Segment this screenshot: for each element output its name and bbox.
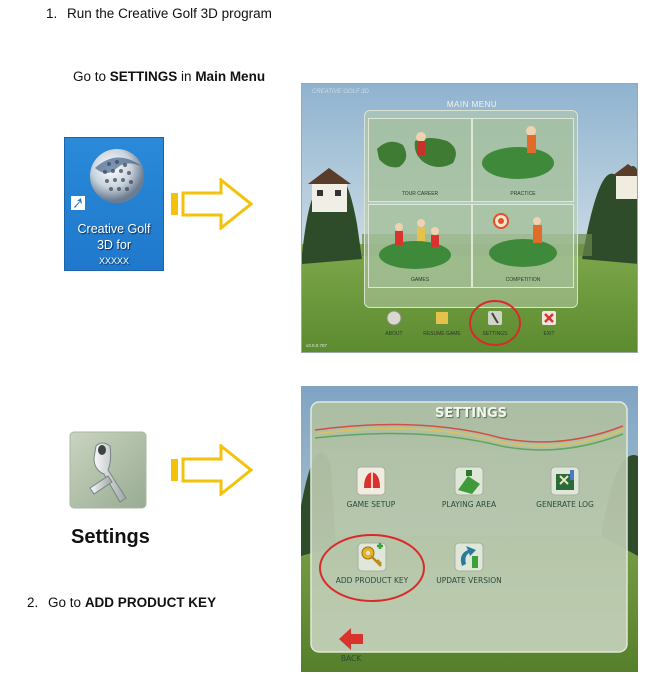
back-arrow-icon <box>339 628 363 650</box>
main-menu-logo[interactable]: CREATIVE GOLF 3D <box>312 89 369 95</box>
close-icon <box>542 311 556 325</box>
exit-label: EXIT <box>543 331 555 337</box>
competition-label: COMPETITION <box>505 277 541 283</box>
about-label: ABOUT <box>385 331 403 337</box>
instruction-mid: in <box>177 69 196 84</box>
step-1: 1. Run the Creative Golf 3D program <box>46 6 272 21</box>
game-setup-button[interactable]: GAME SETUP <box>337 466 405 509</box>
desktop-icon-label-line1: Creative Golf <box>77 222 151 236</box>
resume-game-label: RESUME GAME <box>423 331 461 337</box>
update-version-button[interactable]: UPDATE VERSION <box>435 542 503 585</box>
generate-log-button[interactable]: GENERATE LOG <box>527 466 603 509</box>
games-label: GAMES <box>410 277 430 283</box>
creative-golf-desktop-icon[interactable]: Creative Golf 3D for XXXXX <box>64 137 164 271</box>
world-map-icon <box>377 132 456 168</box>
settings-screen-title: SETTINGS <box>434 406 508 421</box>
settings-tool-icon <box>68 430 148 510</box>
step-2-number: 2. <box>27 595 39 610</box>
update-version-icon <box>454 542 484 572</box>
instruction-main-menu: Main Menu <box>195 69 266 84</box>
settings-highlight-circle <box>469 300 521 346</box>
main-menu-screenshot: MAIN MENU CREATIVE GOLF 3D TOUR CAREER P… <box>301 83 638 353</box>
playing-area-label: PLAYING AREA <box>441 500 497 509</box>
practice-green-icon <box>482 126 554 179</box>
add-product-key-button[interactable]: ADD PRODUCT KEY <box>331 542 413 585</box>
wrench-icon <box>488 311 502 325</box>
step-1-text: Run the Creative Golf 3D program <box>67 6 272 21</box>
tour-career-tile[interactable]: TOUR CAREER <box>368 118 472 202</box>
add-product-key-label: ADD PRODUCT KEY <box>335 576 409 585</box>
key-icon <box>357 542 387 572</box>
playing-area-button[interactable]: PLAYING AREA <box>435 466 503 509</box>
resume-flag-icon <box>436 312 448 324</box>
settings-screen-screenshot: SETTINGS GAME SETUP PLAYING AREA GENERAT… <box>301 386 638 672</box>
game-setup-label: GAME SETUP <box>346 500 396 509</box>
about-ball-icon <box>386 310 402 326</box>
step-2: 2. Go to ADD PRODUCT KEY <box>27 595 216 610</box>
back-label: BACK <box>340 654 362 663</box>
add-product-key-highlight-circle <box>319 534 425 602</box>
competition-tile[interactable]: COMPETITION <box>472 204 574 288</box>
desktop-icon-label-line3: XXXXX <box>98 256 129 266</box>
golf-globe-icon <box>71 149 144 210</box>
generate-log-label: GENERATE LOG <box>536 500 594 509</box>
desktop-icon-label-line2: 3D for <box>96 238 132 252</box>
games-tile[interactable]: GAMES <box>368 204 472 288</box>
update-version-label: UPDATE VERSION <box>436 576 502 585</box>
settings-caption: Settings <box>71 526 150 548</box>
arrow-right-icon <box>171 178 253 230</box>
generate-log-icon <box>550 466 580 496</box>
main-menu-settings-button[interactable]: SETTINGS <box>478 310 512 337</box>
instruction-settings: SETTINGS <box>109 69 178 84</box>
goto-settings-instruction: Go to SETTINGS in Main Menu <box>73 69 265 84</box>
step-2-bold: ADD PRODUCT KEY <box>84 595 217 610</box>
settings-label: SETTINGS <box>482 331 508 337</box>
competition-target-icon <box>489 213 557 267</box>
practice-tile[interactable]: PRACTICE <box>472 118 574 202</box>
playing-area-icon <box>454 466 484 496</box>
tour-career-label: TOUR CAREER <box>401 191 439 197</box>
arrow-right-icon <box>171 444 253 496</box>
practice-label: PRACTICE <box>510 191 536 197</box>
about-button[interactable]: ABOUT <box>378 310 410 337</box>
instruction-prefix: Go to <box>73 69 110 84</box>
version-text: v3.0.0.787 <box>306 343 328 348</box>
step-1-number: 1. <box>46 6 58 21</box>
resume-game-button[interactable]: RESUME GAME <box>422 310 462 337</box>
step-2-prefix: Go to <box>48 595 85 610</box>
back-button[interactable]: BACK <box>331 626 371 663</box>
game-setup-icon <box>356 466 386 496</box>
games-group-icon <box>379 219 451 269</box>
exit-button[interactable]: EXIT <box>534 310 564 337</box>
main-menu-title: MAIN MENU <box>446 100 498 109</box>
